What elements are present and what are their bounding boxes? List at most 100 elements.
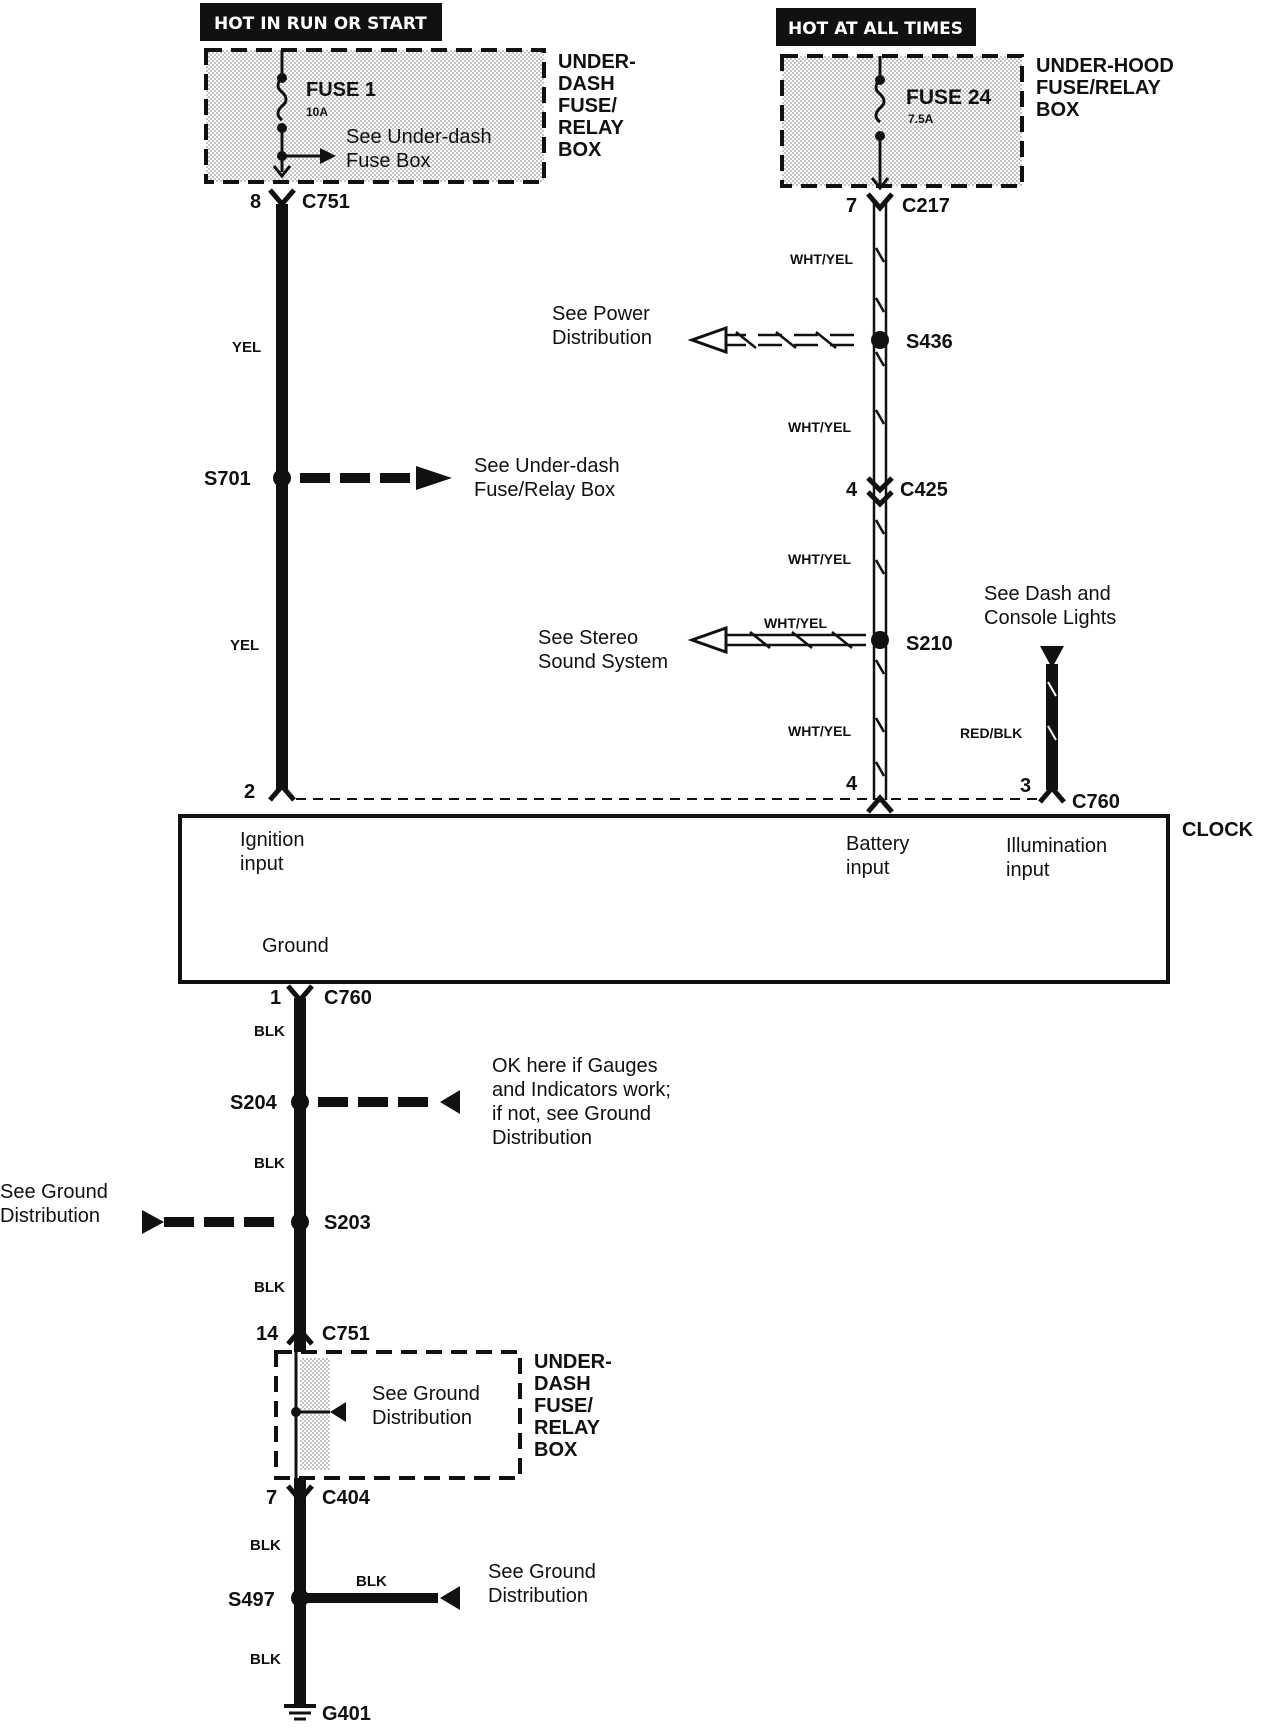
connector-c760-bottom: 1 C760	[270, 984, 372, 1009]
wire-label-blk-branch: BLK	[356, 1573, 387, 1590]
s497-label: S497	[228, 1589, 275, 1611]
c760-pin3-id: C760	[1072, 791, 1120, 813]
underhood-line3: BOX	[1036, 99, 1080, 121]
clock-ignition-line1: Ignition	[240, 829, 305, 851]
clock-ignition-line2: input	[240, 853, 284, 875]
c760-pin2-label: 2	[244, 781, 255, 803]
underdash-top-line1: UNDER-	[558, 51, 636, 73]
c751-top-pin: 8	[250, 191, 261, 213]
underdash-top-line4: RELAY	[558, 117, 625, 139]
note-power-dist-line2: Distribution	[552, 327, 652, 349]
underdash-fuse-box-top: UNDER- DASH FUSE/ RELAY BOX	[204, 48, 636, 184]
underdash-top-line5: BOX	[558, 139, 602, 161]
clock-title: CLOCK	[1182, 819, 1254, 841]
c217-pin: 7	[846, 195, 857, 217]
note-ground-s497-line2: Distribution	[488, 1585, 588, 1607]
note-ground-box-line2: Distribution	[372, 1407, 472, 1429]
clock-battery-line2: input	[846, 857, 890, 879]
wire-label-blk-1: BLK	[254, 1023, 285, 1040]
underdash-bottom-line2: DASH	[534, 1373, 591, 1395]
c217-id: C217	[902, 195, 950, 217]
note-dash-lights-line2: Console Lights	[984, 607, 1116, 629]
splice-s210: WHT/YEL S210 See Stereo Sound System	[538, 615, 953, 673]
splice-s436: S436 See Power Distribution	[552, 303, 953, 355]
header-hot-in-run-text: HOT IN RUN OR START	[214, 14, 427, 34]
underdash-bottom-line4: RELAY	[534, 1417, 601, 1439]
underhood-line1: UNDER-HOOD	[1036, 55, 1174, 77]
s204-label: S204	[230, 1092, 278, 1114]
connector-c751-top: 8 C751	[250, 188, 350, 213]
g401-label: G401	[322, 1703, 371, 1725]
fuse-24: FUSE 24 7.5A	[870, 56, 992, 191]
underhood-line2: FUSE/RELAY	[1036, 77, 1162, 99]
wire-label-wy-4: WHT/YEL	[788, 723, 851, 739]
c751-bottom-pin: 14	[256, 1323, 279, 1345]
note-stereo-line2: Sound System	[538, 651, 668, 673]
underdash-top-line2: DASH	[558, 73, 615, 95]
c760-pin4: 4	[846, 773, 894, 814]
s203-label: S203	[324, 1212, 371, 1234]
connector-c217: 7 C217	[846, 192, 950, 217]
note-gauges-line4: Distribution	[492, 1127, 592, 1149]
note-underdash-fuse-line1: See Under-dash	[474, 455, 620, 477]
underdash-bottom-line5: BOX	[534, 1439, 578, 1461]
c425-id: C425	[900, 479, 948, 501]
s210-label: S210	[906, 633, 953, 655]
splice-s204: S204 OK here if Gauges and Indicators wo…	[230, 1055, 671, 1149]
wire-label-wy-branch: WHT/YEL	[764, 615, 827, 631]
c760-pin2: 2	[244, 781, 296, 803]
clock-ground-label: Ground	[262, 935, 329, 957]
note-gauges-line1: OK here if Gauges	[492, 1055, 658, 1077]
fuse-24-name: FUSE 24	[906, 86, 992, 109]
header-hot-in-run: HOT IN RUN OR START	[200, 3, 442, 41]
c760-pin4-label: 4	[846, 773, 858, 795]
splice-s701: S701 See Under-dash Fuse/Relay Box	[204, 455, 620, 501]
c404-pin: 7	[266, 1487, 277, 1509]
underdash-fuse-box-bottom: See Ground Distribution UNDER- DASH FUSE…	[274, 1350, 612, 1480]
c404-id: C404	[322, 1487, 371, 1509]
note-gauges-line2: and Indicators work;	[492, 1079, 671, 1101]
fuse-1-note-line2: Fuse Box	[346, 150, 430, 172]
clock-illumination-line1: Illumination	[1006, 835, 1107, 857]
splice-s497: BLK S497 See Ground Distribution	[228, 1561, 596, 1611]
c760-pin3-number: 3	[1020, 775, 1031, 797]
fuse-1-name: FUSE 1	[306, 79, 376, 101]
wire-label-wy-1: WHT/YEL	[790, 251, 853, 267]
underdash-bottom-line1: UNDER-	[534, 1351, 612, 1373]
c751-top-id: C751	[302, 191, 350, 213]
fuse-24-rating: 7.5A	[908, 112, 934, 126]
connector-c425: 4 C425	[846, 476, 948, 508]
wire-label-yel-1: YEL	[232, 339, 261, 356]
connector-c404: 7 C404	[266, 1484, 371, 1509]
header-hot-at-all-times-text: HOT AT ALL TIMES	[788, 19, 963, 39]
wire-label-blk-5: BLK	[250, 1651, 281, 1668]
wire-label-blk-4: BLK	[250, 1537, 281, 1554]
fuse-1: FUSE 1 10A See Under-dash Fuse Box	[272, 50, 492, 179]
clock-unit: CLOCK Ignition input Battery input Illum…	[178, 814, 1254, 984]
fuse-1-note-line1: See Under-dash	[346, 126, 492, 148]
underdash-bottom-line3: FUSE/	[534, 1395, 593, 1417]
note-ground-left-line1: See Ground	[0, 1181, 108, 1203]
note-underdash-fuse-line2: Fuse/Relay Box	[474, 479, 615, 501]
header-hot-at-all-times: HOT AT ALL TIMES	[776, 8, 976, 46]
illumination-wire-redblk: See Dash and Console Lights RED/BLK 3 C7…	[960, 583, 1120, 813]
wire-label-redblk: RED/BLK	[960, 725, 1022, 741]
c751-bottom-id: C751	[322, 1323, 370, 1345]
note-power-dist-line1: See Power	[552, 303, 650, 325]
note-ground-left-line2: Distribution	[0, 1205, 100, 1227]
splice-s203: S203 See Ground Distribution	[0, 1181, 371, 1234]
s436-label: S436	[906, 331, 953, 353]
clock-battery-line1: Battery	[846, 833, 909, 855]
note-ground-box-line1: See Ground	[372, 1383, 480, 1405]
wire-label-blk-2: BLK	[254, 1155, 285, 1172]
c425-pin: 4	[846, 479, 858, 501]
c760-bottom-id: C760	[324, 987, 372, 1009]
s701-label: S701	[204, 468, 251, 490]
wire-label-blk-3: BLK	[254, 1279, 285, 1296]
note-stereo-line1: See Stereo	[538, 627, 638, 649]
wire-label-wy-2: WHT/YEL	[788, 419, 851, 435]
note-dash-lights-line1: See Dash and	[984, 583, 1111, 605]
wire-label-wy-3: WHT/YEL	[788, 551, 851, 567]
